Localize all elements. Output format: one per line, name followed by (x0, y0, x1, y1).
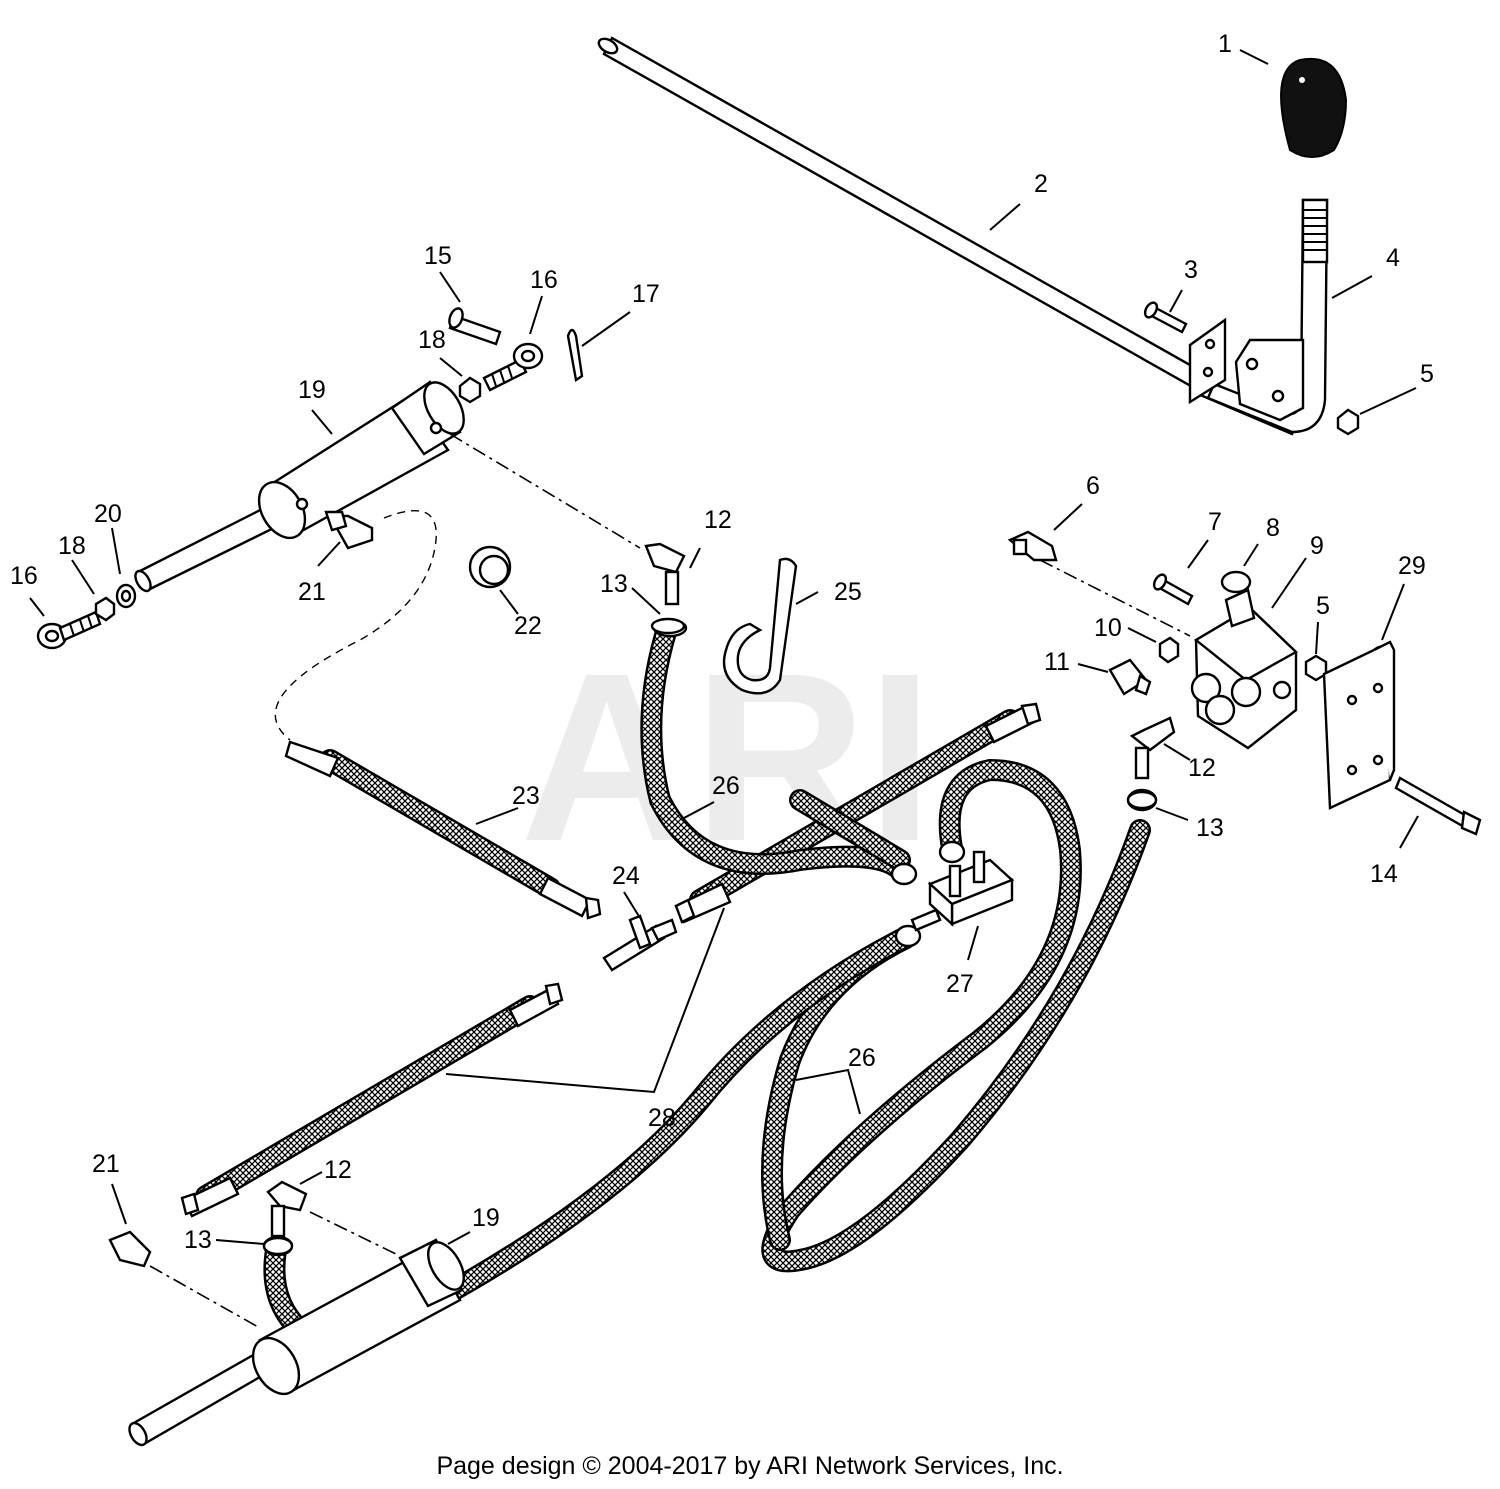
callout-21b: 21 (92, 1150, 120, 1178)
nut-10 (1158, 636, 1180, 664)
callout-28: 28 (648, 1104, 676, 1132)
clamp-25 (722, 557, 798, 695)
callout-14: 14 (1370, 860, 1398, 888)
callout-7: 7 (1208, 508, 1222, 536)
rod-end-upper (458, 342, 544, 404)
callout-17: 17 (632, 280, 660, 308)
copyright-footer: Page design © 2004-2017 by ARI Network S… (436, 1452, 1064, 1480)
callout-22: 22 (514, 612, 542, 640)
callout-13c: 13 (184, 1226, 212, 1254)
callout-13a: 13 (600, 570, 628, 598)
callout-3: 3 (1184, 256, 1198, 284)
elbow-fitting-12-lower (266, 1180, 308, 1238)
nut-5-top (1336, 408, 1360, 436)
elbow-fitting-6 (1007, 530, 1058, 562)
callout-27: 27 (946, 970, 974, 998)
callout-6: 6 (1086, 472, 1100, 500)
bolt-7 (1152, 573, 1194, 606)
lever-knob (1280, 57, 1348, 158)
callout-16b: 16 (10, 562, 38, 590)
lift-lever (1188, 198, 1329, 434)
callout-23: 23 (512, 782, 540, 810)
hose-clamp-13-c (262, 1236, 294, 1256)
callout-25: 25 (834, 578, 862, 606)
clevis-pin-15 (448, 307, 502, 346)
callout-18a: 18 (418, 326, 446, 354)
callout-11: 11 (1044, 648, 1070, 676)
elbow-fitting-21-upper (324, 510, 374, 550)
callout-26b: 26 (848, 1044, 876, 1072)
callout-13b: 13 (1196, 814, 1224, 842)
rod-end-left (36, 583, 137, 650)
callout-12b: 12 (1188, 754, 1216, 782)
callout-labels: 1 2 3 4 5 5 6 7 8 9 10 11 12 12 12 13 13… (10, 30, 1434, 1254)
hose-26-lower (262, 924, 922, 1351)
leader-lines (29, 49, 1419, 1245)
plug-22 (468, 545, 512, 589)
tee-fitting-24 (602, 914, 678, 972)
callout-19a: 19 (298, 376, 326, 404)
callout-12a: 12 (704, 506, 732, 534)
callout-24: 24 (612, 862, 640, 890)
callout-10: 10 (1094, 614, 1122, 642)
elbow-fitting-21-lower (108, 1230, 152, 1268)
hose-clamp-13-a (650, 617, 686, 635)
callout-21a: 21 (298, 578, 326, 606)
cylinder-upper (134, 380, 465, 593)
centerline-lower2 (309, 1211, 401, 1257)
callout-1: 1 (1218, 30, 1232, 58)
mounting-plate-29 (1322, 640, 1396, 810)
bolt-14 (1394, 776, 1482, 836)
fitting-11 (1108, 658, 1152, 696)
callout-15: 15 (424, 242, 452, 270)
hose-route-dashed (274, 510, 437, 741)
callout-19b: 19 (472, 1204, 500, 1232)
callout-2: 2 (1034, 170, 1048, 198)
centerline-upper (449, 433, 641, 549)
callout-5b: 5 (1316, 592, 1330, 620)
callout-4: 4 (1386, 244, 1400, 272)
control-valve (1190, 570, 1299, 750)
callout-9: 9 (1310, 532, 1324, 560)
callout-26a: 26 (712, 772, 740, 800)
callout-29: 29 (1398, 552, 1426, 580)
cotter-pin-17 (566, 328, 584, 383)
bolt-3 (1143, 301, 1188, 334)
elbow-fitting-12-right (1129, 716, 1176, 780)
elbow-fitting-12-top (644, 542, 686, 606)
cylinder-lower (128, 1238, 465, 1447)
hose-28-lower (180, 982, 564, 1218)
callout-20: 20 (94, 500, 122, 528)
hose-23 (284, 740, 602, 920)
callout-12c: 12 (324, 1156, 352, 1184)
centerline-lower (149, 1265, 261, 1329)
hose-26-upper (640, 618, 918, 886)
centerline-valve (1039, 559, 1191, 637)
callout-8: 8 (1266, 514, 1280, 542)
callout-18b: 18 (58, 532, 86, 560)
callout-5a: 5 (1420, 360, 1434, 388)
tee-fitting-27 (910, 850, 1015, 932)
hose-clamp-13-b (1126, 790, 1158, 810)
callout-16a: 16 (530, 266, 558, 294)
